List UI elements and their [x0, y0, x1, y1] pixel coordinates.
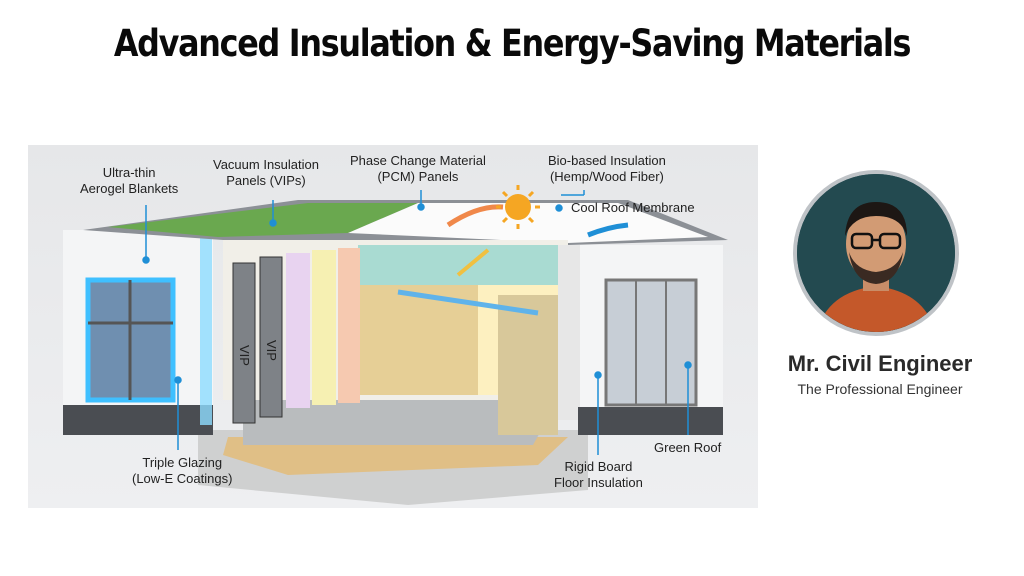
- house-cutaway-illustration: VIP VIP: [63, 185, 728, 505]
- label-line: Rigid Board: [564, 459, 633, 474]
- label-pcm: Phase Change Material (PCM) Panels: [350, 153, 486, 185]
- label-line: (PCM) Panels: [377, 169, 459, 184]
- label-green-roof: Green Roof: [654, 440, 722, 455]
- label-line: Panels (VIPs): [226, 173, 306, 188]
- label-line: Phase Change Material: [350, 153, 486, 168]
- label-bio: Bio-based Insulation (Hemp/Wood Fiber): [548, 153, 666, 185]
- floor-tiles: [243, 400, 558, 445]
- insulation-diagram: VIP VIP Ultra-thin Aerogel Blankets Vacu…: [28, 145, 758, 508]
- vip-panel: [232, 262, 256, 424]
- aerogel-layer: [200, 235, 212, 425]
- vip-panel-label: VIP: [264, 340, 279, 361]
- label-line: (Hemp/Wood Fiber): [549, 169, 664, 184]
- label-line: Triple Glazing: [142, 455, 223, 470]
- green-roof: [108, 203, 418, 237]
- label-line: Ultra-thin: [102, 165, 156, 180]
- pcm-panel: [358, 245, 558, 285]
- cool-roof-membrane: [348, 203, 708, 243]
- vip-panel: [259, 256, 283, 418]
- brand-tagline: The Professional Engineer: [797, 381, 963, 397]
- rigid-floor-insulation: [223, 437, 568, 475]
- label-vip: Vacuum Insulation Panels (VIPs): [213, 157, 319, 189]
- label-line: Bio-based Insulation: [548, 153, 666, 168]
- window: [604, 278, 698, 407]
- label-cool-roof: Cool Roof Membrane: [571, 200, 695, 215]
- label-glazing: Triple Glazing (Low-E Coatings): [132, 455, 232, 487]
- sun-icon: [496, 185, 540, 229]
- label-aerogel: Ultra-thin Aerogel Blankets: [80, 165, 178, 197]
- cool-arrow: [587, 222, 629, 238]
- airflow-arrow: [397, 289, 539, 316]
- engineer-portrait: [797, 174, 955, 332]
- label-rigid-board: Rigid Board Floor Insulation: [554, 459, 643, 491]
- avatar: [793, 170, 959, 336]
- label-line: Vacuum Insulation: [213, 157, 319, 172]
- vip-panel-label: VIP: [237, 345, 252, 366]
- page-title: Advanced Insulation & Energy-Saving Mate…: [113, 22, 912, 65]
- brand-name: Mr. Civil Engineer: [787, 351, 973, 376]
- label-line: Aerogel Blankets: [80, 181, 179, 196]
- label-line: Floor Insulation: [554, 475, 643, 490]
- label-line: (Low-E Coatings): [132, 471, 233, 486]
